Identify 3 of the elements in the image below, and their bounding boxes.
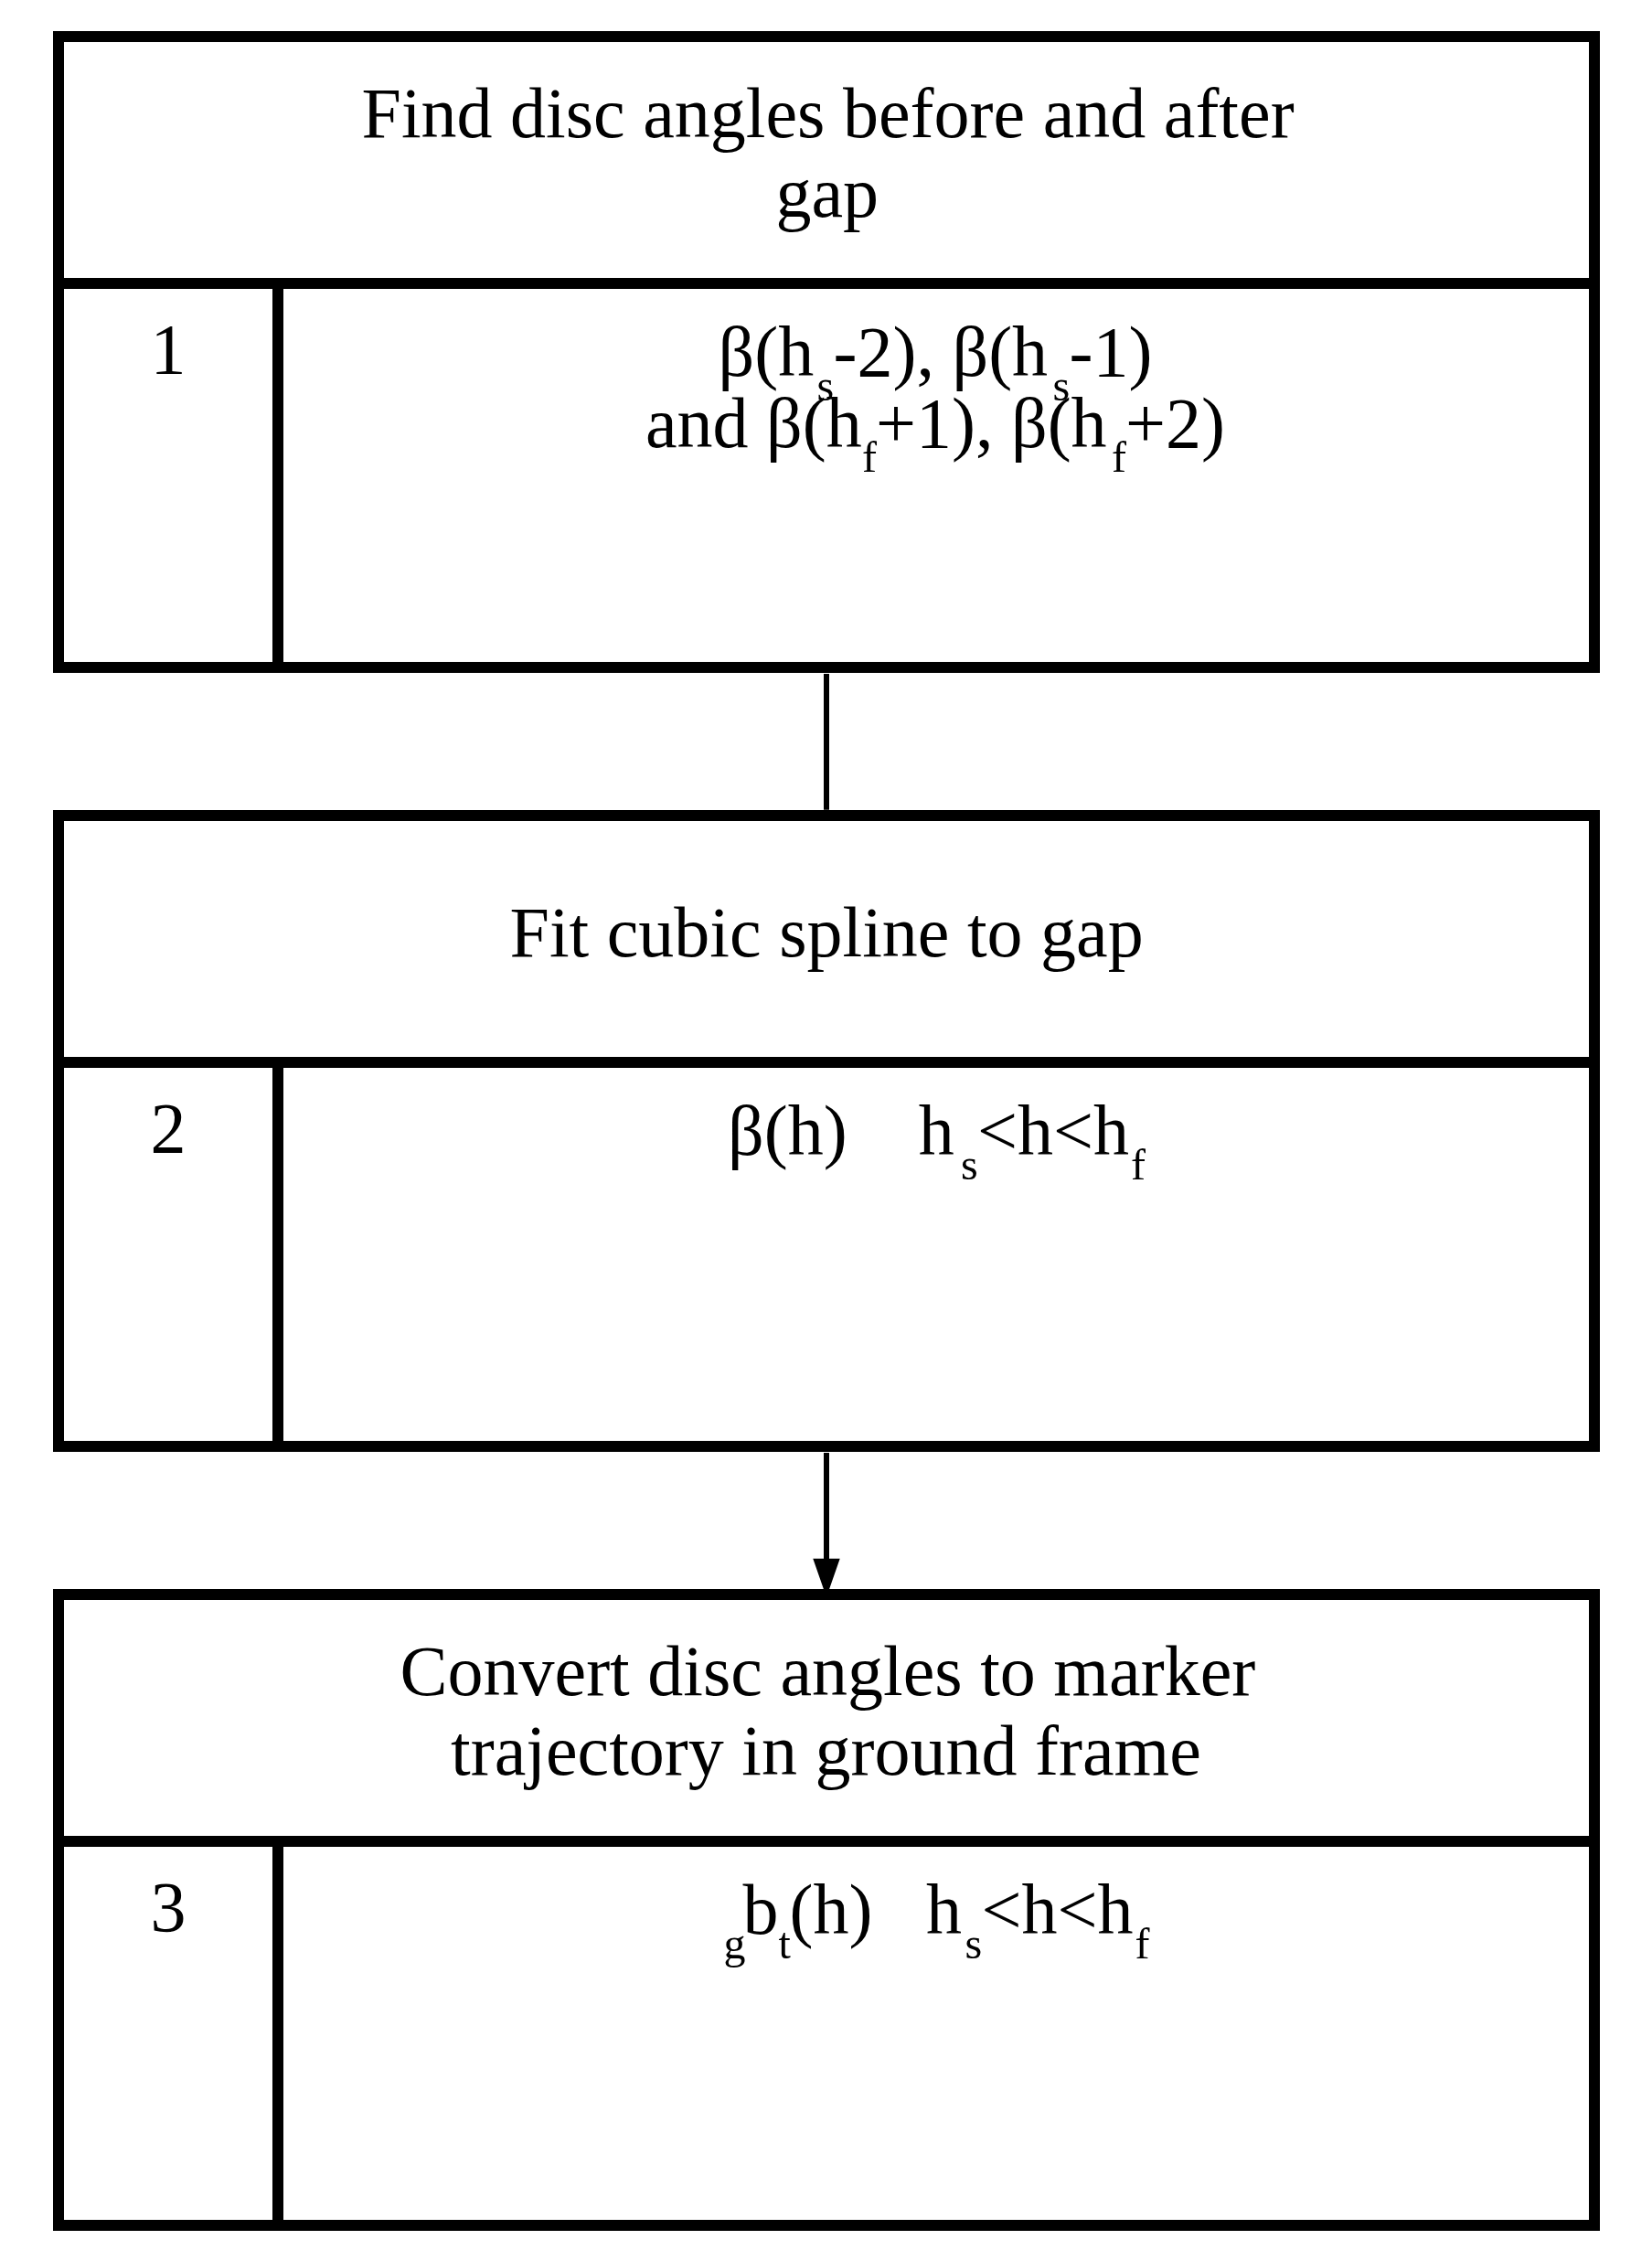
connector — [823, 673, 829, 810]
node-box: Fit cubic spline to gap 2 β(h) h$_{s}$<h<h$_{f}$ — [52, 809, 1600, 1452]
node-box: Convert disc angles to marker trajectory in ground frame 3 $_{g}$b$_{t}$(h) h$_{s}$<h<h$_{f}$ — [52, 1588, 1600, 2231]
